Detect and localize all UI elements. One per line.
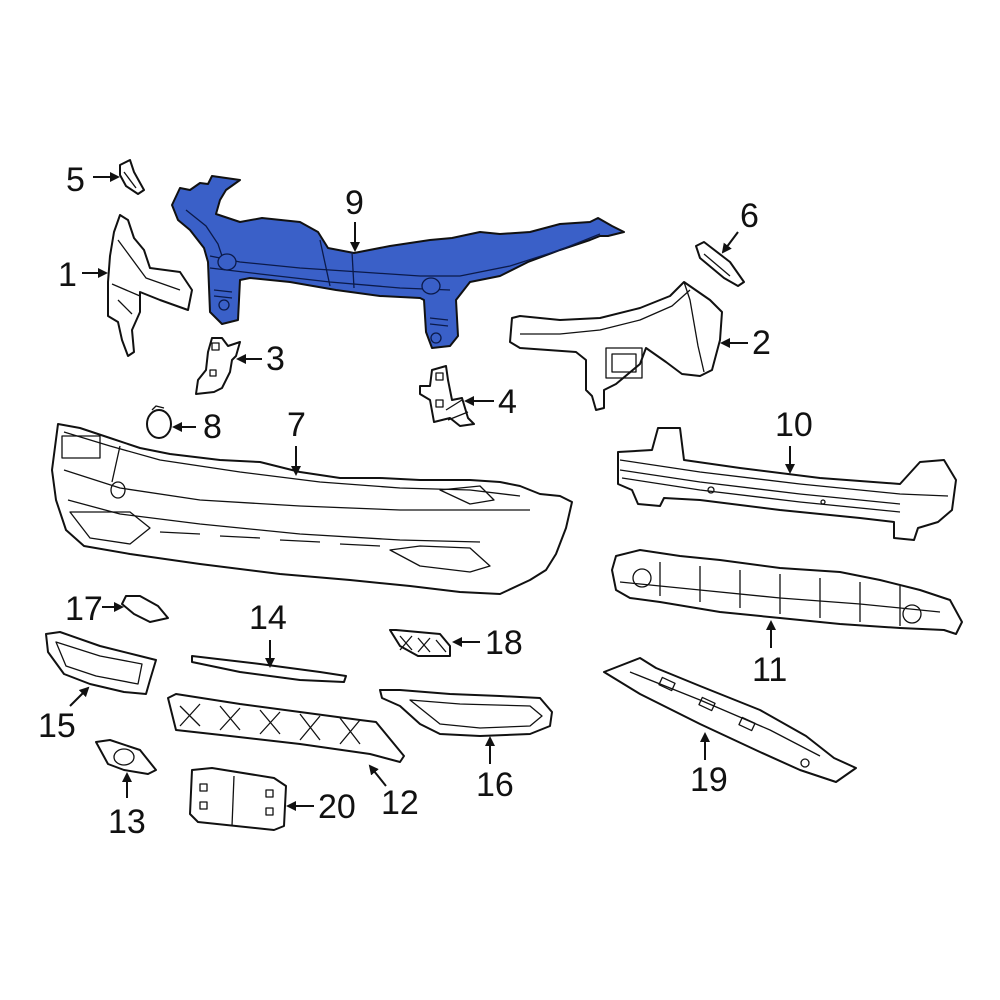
part-15-left-bezel[interactable] [45, 631, 157, 695]
callout-1[interactable]: 1 [58, 256, 77, 294]
part-1-left-bracket[interactable] [107, 214, 193, 357]
part-17-bracket[interactable] [121, 595, 169, 623]
part-20-license-bracket[interactable] [189, 767, 287, 831]
callout-15[interactable]: 15 [38, 707, 76, 745]
callout-14[interactable]: 14 [249, 599, 287, 637]
arrow-15 [69, 686, 90, 707]
callout-8[interactable]: 8 [203, 408, 222, 446]
callout-4[interactable]: 4 [498, 383, 517, 421]
part-7-bumper-cover[interactable] [51, 423, 573, 595]
callout-6[interactable]: 6 [740, 197, 759, 235]
part-8-tow-cover[interactable] [146, 405, 172, 439]
callout-13[interactable]: 13 [108, 803, 146, 841]
part-18-side-grille[interactable] [389, 629, 451, 657]
part-5-clip[interactable] [119, 159, 145, 195]
callout-10[interactable]: 10 [775, 406, 813, 444]
callout-19[interactable]: 19 [690, 761, 728, 799]
callout-16[interactable]: 16 [476, 766, 514, 804]
part-4-right-mount[interactable] [419, 365, 475, 427]
callout-2[interactable]: 2 [752, 324, 771, 362]
callout-9[interactable]: 9 [345, 184, 364, 222]
arrow-12 [368, 764, 387, 787]
callout-3[interactable]: 3 [266, 340, 285, 378]
part-11-absorber[interactable] [611, 549, 963, 635]
callout-11[interactable]: 11 [752, 651, 788, 689]
callout-20[interactable]: 20 [318, 788, 356, 826]
callout-17[interactable]: 17 [65, 590, 103, 628]
part-19-deflector[interactable] [603, 657, 857, 783]
part-12-lower-grille[interactable] [167, 693, 405, 763]
part-2-right-bracket[interactable] [509, 281, 723, 411]
callout-12[interactable]: 12 [381, 784, 419, 822]
part-16-right-bezel[interactable] [379, 689, 553, 737]
part-3-left-mount[interactable] [195, 337, 241, 395]
callout-5[interactable]: 5 [66, 161, 85, 199]
callout-7[interactable]: 7 [287, 406, 306, 444]
part-10-impact-bar[interactable] [617, 427, 957, 541]
part-14-molding[interactable] [191, 655, 347, 683]
callout-18[interactable]: 18 [485, 624, 523, 662]
part-9-upper-support[interactable] [171, 175, 625, 349]
part-6-clip[interactable] [695, 241, 745, 287]
arrow-6 [721, 231, 739, 254]
part-13-fog-bezel[interactable] [95, 739, 157, 775]
